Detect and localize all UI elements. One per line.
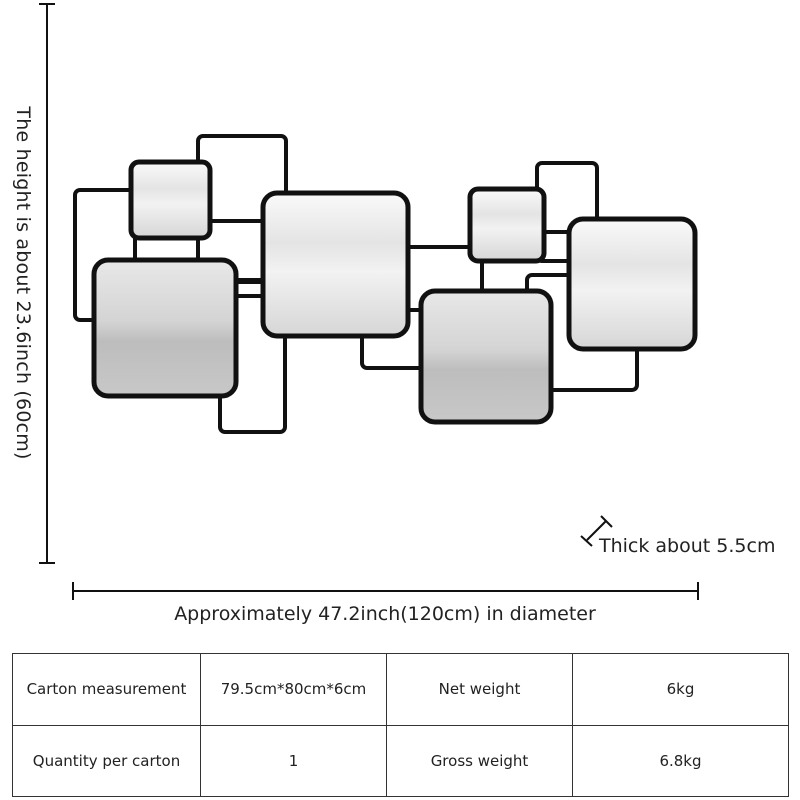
spec-label-gross-weight: Gross weight [386,724,573,797]
specifications-table: Carton measurement 79.5cm*80cm*6cm Net w… [12,653,789,797]
spec-value-quantity-per-carton: 1 [200,724,387,797]
thickness-marker [580,515,613,547]
table-row: Quantity per carton 1 Gross weight 6.8kg [12,724,789,797]
spec-label-net-weight: Net weight [386,653,573,726]
thickness-label: Thick about 5.5cm [599,535,776,557]
mirror-center [260,190,411,339]
mirror-small-left [128,159,213,241]
width-label: Approximately 47.2inch(120cm) in diamete… [174,603,596,625]
spec-label-carton-measurement: Carton measurement [12,653,201,726]
mirror-small-right [467,186,547,264]
spec-value-net-weight: 6kg [572,653,789,726]
product-illustration [39,3,699,600]
spec-value-gross-weight: 6.8kg [572,724,789,797]
mirror-far-right [566,216,698,352]
height-label: The height is about 23.6inch (60cm) [12,106,34,460]
mirror-lower-right [418,288,554,425]
height-dimension-line [39,3,55,564]
spec-value-carton-measurement: 79.5cm*80cm*6cm [200,653,387,726]
spec-label-quantity-per-carton: Quantity per carton [12,724,201,797]
mirror-large-left [91,257,239,399]
table-row: Carton measurement 79.5cm*80cm*6cm Net w… [12,653,789,726]
width-dimension-line [72,582,699,600]
